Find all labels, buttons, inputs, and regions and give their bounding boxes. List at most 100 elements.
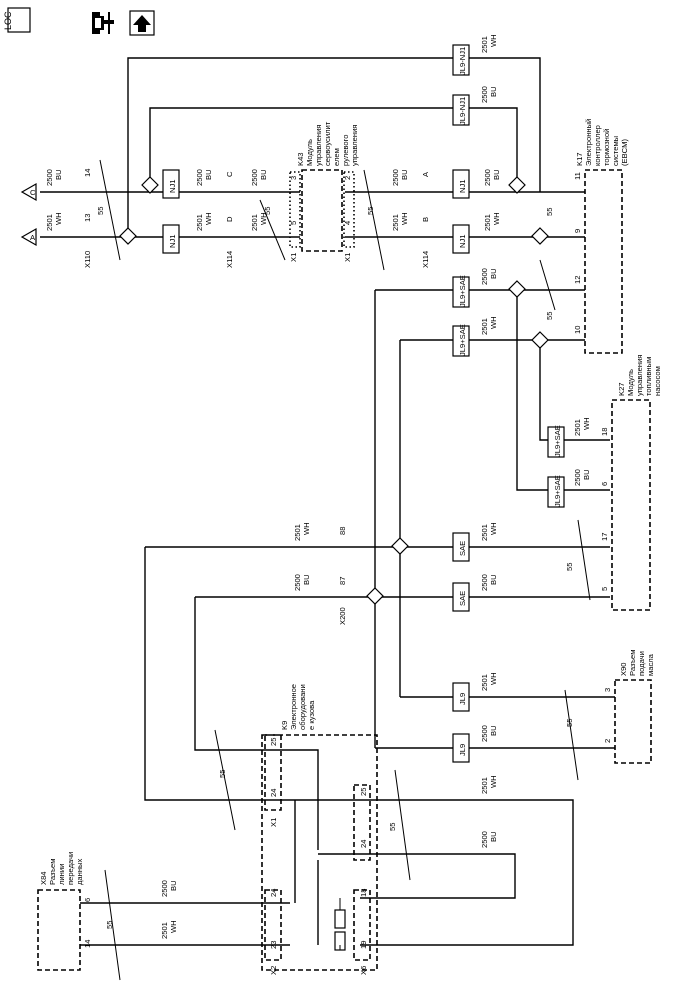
svg-text:BU: BU (489, 725, 498, 736)
svg-text:2500: 2500 (483, 169, 492, 186)
svg-text:2500: 2500 (160, 880, 169, 897)
junction-sae-bu (366, 587, 384, 605)
svg-text:системы: системы (611, 136, 620, 166)
svg-text:JL9-NJ1: JL9-NJ1 (458, 47, 467, 75)
svg-text:2: 2 (603, 739, 612, 743)
svg-text:2501: 2501 (480, 524, 489, 541)
svg-text:BU: BU (302, 574, 311, 585)
svg-text:2501: 2501 (480, 777, 489, 794)
svg-text:2501: 2501 (480, 36, 489, 53)
svg-text:е кузова: е кузова (307, 700, 316, 730)
svg-text:контроллер: контроллер (593, 125, 602, 166)
svg-text:передачи: передачи (66, 852, 75, 885)
svg-text:WH: WH (489, 316, 498, 329)
svg-text:2: 2 (343, 176, 352, 180)
splice-jl9-1: JL9 (452, 682, 470, 712)
svg-text:WH: WH (302, 522, 311, 535)
svg-text:B: B (421, 217, 430, 222)
resistor-1 (334, 909, 346, 929)
svg-text:6: 6 (83, 898, 92, 902)
svg-text:A: A (421, 171, 430, 177)
junction-k17-10 (531, 331, 549, 349)
svg-text:X114: X114 (421, 251, 430, 268)
svg-text:2500: 2500 (480, 725, 489, 742)
svg-text:55: 55 (96, 207, 105, 215)
svg-text:4: 4 (343, 221, 352, 225)
svg-text:X90: X90 (619, 662, 628, 676)
svg-text:24: 24 (269, 889, 278, 897)
junction-k17-9 (531, 227, 549, 245)
splice-sae-1: SAE (452, 532, 470, 562)
wire-k9-bu (194, 597, 319, 850)
svg-text:13: 13 (83, 214, 92, 222)
svg-text:55: 55 (218, 770, 227, 778)
junction-k17-11 (508, 176, 526, 194)
svg-text:2500: 2500 (480, 831, 489, 848)
svg-text:11: 11 (573, 172, 582, 180)
svg-text:D: D (225, 216, 234, 222)
svg-text:23: 23 (269, 941, 278, 949)
svg-text:Модуль: Модуль (626, 369, 635, 396)
svg-text:X110: X110 (83, 251, 92, 268)
svg-text:2501: 2501 (480, 674, 489, 691)
svg-text:2500: 2500 (45, 169, 54, 186)
svg-text:2500: 2500 (195, 169, 204, 186)
svg-text:Электронное: Электронное (289, 684, 298, 730)
svg-text:C: C (30, 188, 36, 197)
svg-text:2501: 2501 (391, 214, 400, 231)
service-tools-icon (92, 12, 114, 34)
svg-text:6: 6 (600, 482, 609, 486)
svg-text:SAE: SAE (458, 591, 467, 606)
svg-text:BU: BU (489, 574, 498, 585)
svg-text:18: 18 (600, 428, 609, 436)
splice-jl9-sae-2: JL9+SAE (452, 324, 470, 357)
svg-text:2501: 2501 (480, 318, 489, 335)
junction-top-a (119, 227, 137, 245)
svg-text:18: 18 (359, 889, 368, 897)
svg-text:87: 87 (338, 577, 347, 585)
svg-text:тормозной: тормозной (602, 129, 611, 166)
svg-text:X1: X1 (289, 253, 298, 262)
svg-text:BU: BU (489, 268, 498, 279)
offpage-c: C (20, 182, 37, 202)
svg-text:2501: 2501 (483, 214, 492, 231)
svg-text:BU: BU (492, 169, 501, 180)
svg-text:BU: BU (54, 169, 63, 180)
svg-text:WH: WH (169, 920, 178, 933)
svg-text:подачи: подачи (637, 651, 646, 676)
svg-text:2501: 2501 (573, 419, 582, 436)
svg-text:5: 5 (600, 587, 609, 591)
splice-jl9-sae-1: JL9+SAE (452, 275, 470, 308)
wire-top-wh-loop (127, 57, 541, 237)
svg-text:BU: BU (489, 831, 498, 842)
splice-jl9-sae-4: JL9+SAE (547, 475, 565, 508)
svg-text:2500: 2500 (573, 469, 582, 486)
svg-text:WH: WH (489, 775, 498, 788)
svg-text:насосом: насосом (653, 366, 662, 396)
wire-x6-19 (360, 892, 574, 946)
module-x84-label: X84 Разъем линии передачи данных (39, 852, 84, 885)
svg-text:12: 12 (573, 276, 582, 284)
wire-k9-pin25-wh (144, 547, 574, 892)
svg-text:BU: BU (204, 169, 213, 180)
svg-text:2500: 2500 (480, 574, 489, 591)
svg-text:WH: WH (489, 34, 498, 47)
wire-notes-55: 55 55 55 55 55 55 55 55 55 55 (96, 159, 591, 981)
svg-text:17: 17 (600, 533, 609, 541)
svg-text:WH: WH (489, 672, 498, 685)
svg-text:55: 55 (105, 921, 114, 929)
svg-text:X1: X1 (343, 253, 352, 262)
module-k9-label: K9 Электронное оборудовани е кузова (280, 684, 316, 730)
svg-text:NJ1: NJ1 (458, 179, 467, 193)
module-k43-label: K43 Модуль управления сервоусилит елем р… (296, 121, 359, 166)
svg-text:JL9+SAE: JL9+SAE (458, 324, 467, 356)
splice-jl9-nj1-2: JL9-NJ1 (452, 94, 470, 126)
svg-text:NJ1: NJ1 (168, 179, 177, 193)
wire-x6-18 (318, 853, 516, 899)
svg-text:управления: управления (350, 125, 359, 166)
svg-text:55: 55 (388, 823, 397, 831)
junction-k17-12 (508, 280, 526, 298)
svg-text:K43: K43 (296, 152, 305, 166)
module-k17 (584, 169, 623, 354)
svg-text:9: 9 (573, 229, 582, 233)
